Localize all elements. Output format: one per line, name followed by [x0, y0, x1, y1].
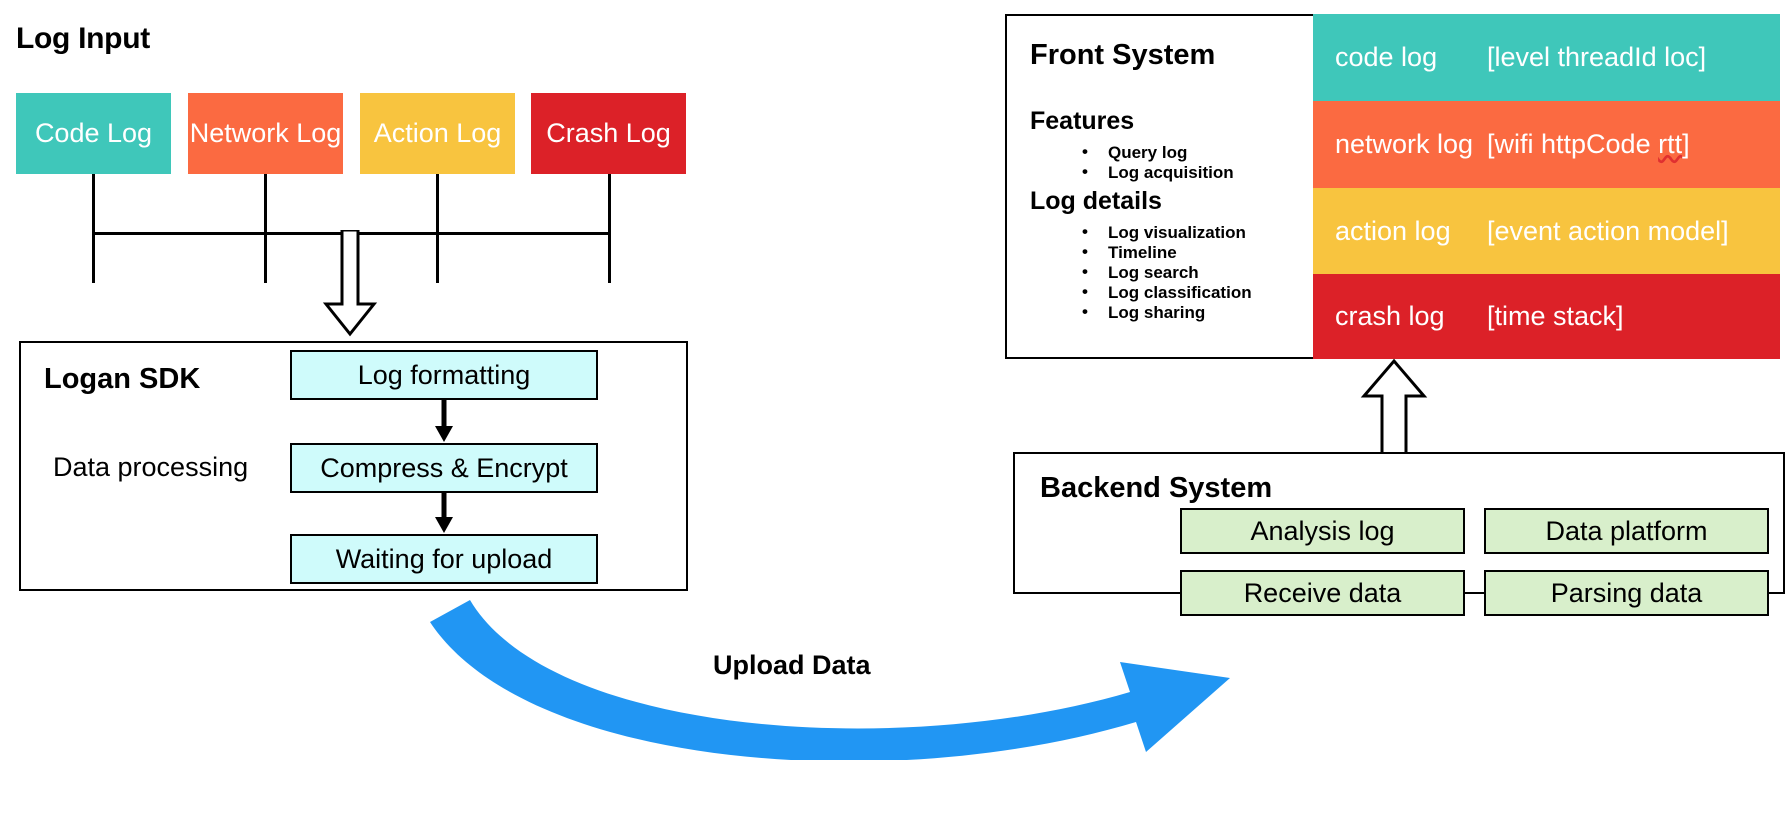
log-chip-network-log[interactable]: Network Log	[188, 93, 343, 174]
front-system-group-heading-log-details: Log details	[1030, 187, 1162, 215]
arrow-down-to-logan-sdk	[322, 230, 378, 338]
log-band-name: crash log	[1335, 301, 1445, 331]
process-box-log-formatting[interactable]: Log formatting	[290, 350, 598, 400]
process-box-compress-encrypt[interactable]: Compress & Encrypt	[290, 443, 598, 493]
log-band-network-log[interactable]: network log [wifi httpCode rtt]	[1313, 101, 1780, 188]
backend-box-analysis-log[interactable]: Analysis log	[1180, 508, 1465, 554]
log-band-code-log[interactable]: code log [level threadId loc]	[1313, 14, 1780, 101]
log-band-fields: [wifi httpCode rtt]	[1487, 129, 1690, 160]
log-input-title: Log Input	[16, 22, 150, 55]
connector-line-action-log	[436, 174, 439, 283]
upload-data-label: Upload Data	[713, 650, 871, 680]
log-band-fields: [time stack]	[1487, 301, 1624, 331]
process-box-label: Log formatting	[357, 359, 531, 390]
list-item: Log visualization	[1070, 222, 1252, 243]
backend-box-label: Parsing data	[1550, 577, 1703, 608]
front-system-title: Front System	[1030, 39, 1216, 71]
log-band-name: network log	[1335, 129, 1474, 159]
backend-box-label: Data platform	[1545, 515, 1708, 546]
backend-box-label: Receive data	[1243, 577, 1402, 608]
log-band-crash-log[interactable]: crash log [time stack]	[1313, 274, 1780, 359]
log-chip-code-log[interactable]: Code Log	[16, 93, 171, 174]
logan-sdk-title: Logan SDK	[44, 363, 201, 395]
log-chip-label: Network Log	[189, 118, 342, 148]
connector-line-code-log	[92, 174, 95, 283]
process-box-waiting-for-upload[interactable]: Waiting for upload	[290, 534, 598, 584]
connector-line-crash-log	[608, 174, 611, 283]
list-item: Log acquisition	[1070, 162, 1234, 183]
log-band-fields-tail: ]	[1682, 129, 1690, 159]
front-system-log-details-list: Log visualization Timeline Log search Lo…	[1070, 222, 1252, 323]
log-band-fields-misspelled: rtt	[1658, 129, 1683, 159]
process-box-label: Waiting for upload	[335, 543, 553, 574]
log-band-fields-head: [wifi httpCode	[1487, 129, 1659, 159]
list-item: Log classification	[1070, 282, 1252, 303]
arrow-up-backend-to-front	[1360, 358, 1428, 456]
backend-system-title: Backend System	[1040, 472, 1273, 504]
backend-box-data-platform[interactable]: Data platform	[1484, 508, 1769, 554]
front-system-feature-list: Query log Log acquisition	[1070, 142, 1234, 183]
list-item: Query log	[1070, 142, 1234, 163]
backend-box-receive-data[interactable]: Receive data	[1180, 570, 1465, 616]
log-chip-crash-log[interactable]: Crash Log	[531, 93, 686, 174]
arrow-compress-to-waiting	[433, 493, 455, 534]
list-item: Log sharing	[1070, 302, 1252, 323]
log-band-fields: [level threadId loc]	[1487, 42, 1707, 72]
backend-box-parsing-data[interactable]: Parsing data	[1484, 570, 1769, 616]
backend-box-label: Analysis log	[1250, 515, 1395, 546]
log-chip-label: Code Log	[34, 118, 153, 148]
log-chip-label: Action Log	[373, 118, 502, 148]
log-band-name: code log	[1335, 42, 1438, 72]
log-chip-action-log[interactable]: Action Log	[360, 93, 515, 174]
front-system-group-heading-features: Features	[1030, 107, 1135, 135]
log-band-name: action log	[1335, 215, 1451, 246]
arrow-log-formatting-to-compress	[433, 400, 455, 443]
log-band-action-log[interactable]: action log [event action model]	[1313, 188, 1780, 274]
upload-data-arrow	[430, 600, 1320, 765]
log-band-fields: [event action model]	[1487, 215, 1729, 246]
connector-line-network-log	[264, 174, 267, 283]
process-box-label: Compress & Encrypt	[320, 452, 568, 483]
logan-sdk-subtitle: Data processing	[53, 452, 249, 482]
log-chip-label: Crash Log	[546, 118, 671, 148]
list-item: Log search	[1070, 262, 1252, 283]
list-item: Timeline	[1070, 242, 1252, 263]
